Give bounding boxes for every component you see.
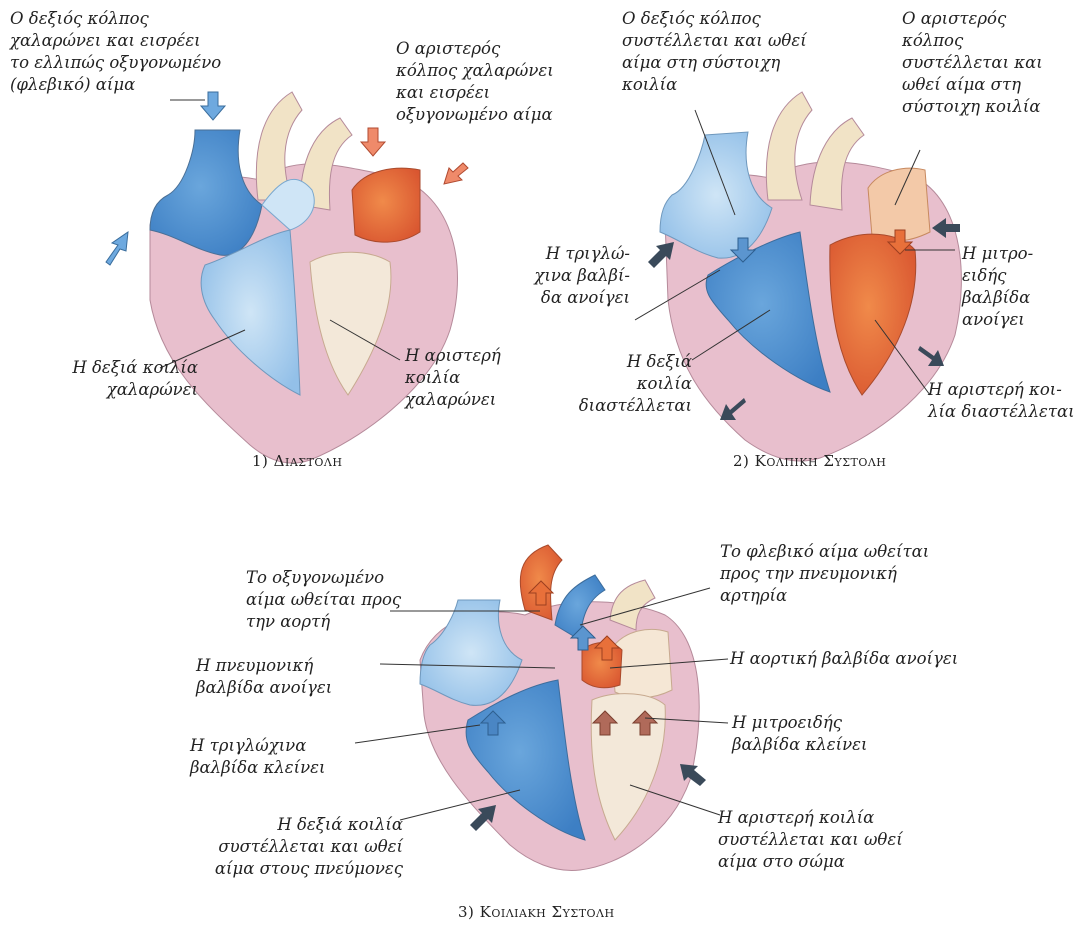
label-right-atrium-contracts: Ο δεξιός κόλπος συστέλλεται και ωθεί αίμ…: [622, 8, 807, 96]
label-left-ventricle-dilates: Η αριστερή κοι- λία διαστέλλεται: [928, 379, 1075, 423]
label-left-ventricle-relaxes: Η αριστερή κοιλία χαλαρώνει: [405, 345, 501, 411]
label-oxygenated-to-aorta: Το οξυγονωμένο αίμα ωθείται προς την αορ…: [246, 567, 401, 633]
label-right-ventricle-relaxes: Η δεξιά κοιλία χαλαρώνει: [40, 357, 198, 401]
label-right-ventricle-contracts: Η δεξιά κοιλία συστέλλεται και ωθεί αίμα…: [205, 814, 403, 880]
label-pulmonary-valve-opens: Η πνευμονική βαλβίδα ανοίγει: [196, 655, 332, 699]
label-venous-to-pulmonary-artery: Το φλεβικό αίμα ωθείται προς την πνευμον…: [720, 541, 929, 607]
label-right-atrium-relaxes: Ο δεξιός κόλπος χαλαρώνει και εισρέει το…: [10, 8, 221, 96]
label-tricuspid-opens: Η τριγλώ- χινα βαλβί- δα ανοίγει: [500, 243, 630, 309]
caption-atrial-systole: 2) Κολπικη Συστολη: [733, 452, 886, 470]
heart-atrial-systole: [648, 92, 961, 461]
label-left-atrium-contracts: Ο αριστερός κόλπος συστέλλεται και ωθεί …: [902, 8, 1043, 118]
label-mitral-opens: Η μιτρο- ειδής βαλβίδα ανοίγει: [962, 243, 1033, 331]
label-left-atrium-relaxes: Ο αριστερός κόλπος χαλαρώνει και εισρέει…: [396, 38, 554, 126]
label-right-ventricle-dilates: Η δεξιά κοιλία διαστέλλεται: [560, 351, 692, 417]
label-mitral-closes: Η μιτροειδής βαλβίδα κλείνει: [732, 712, 867, 756]
label-left-ventricle-contracts: Η αριστερή κοιλία συστέλλεται και ωθεί α…: [718, 807, 903, 873]
label-aortic-valve-opens: Η αορτική βαλβίδα ανοίγει: [730, 648, 958, 670]
heart-ventricular-systole: [420, 545, 706, 870]
caption-diastole: 1) Διαστολη: [252, 452, 342, 470]
label-tricuspid-closes: Η τριγλώχινα βαλβίδα κλείνει: [190, 735, 325, 779]
caption-ventricular-systole: 3) Κοιλιακη Συστολη: [458, 903, 615, 921]
